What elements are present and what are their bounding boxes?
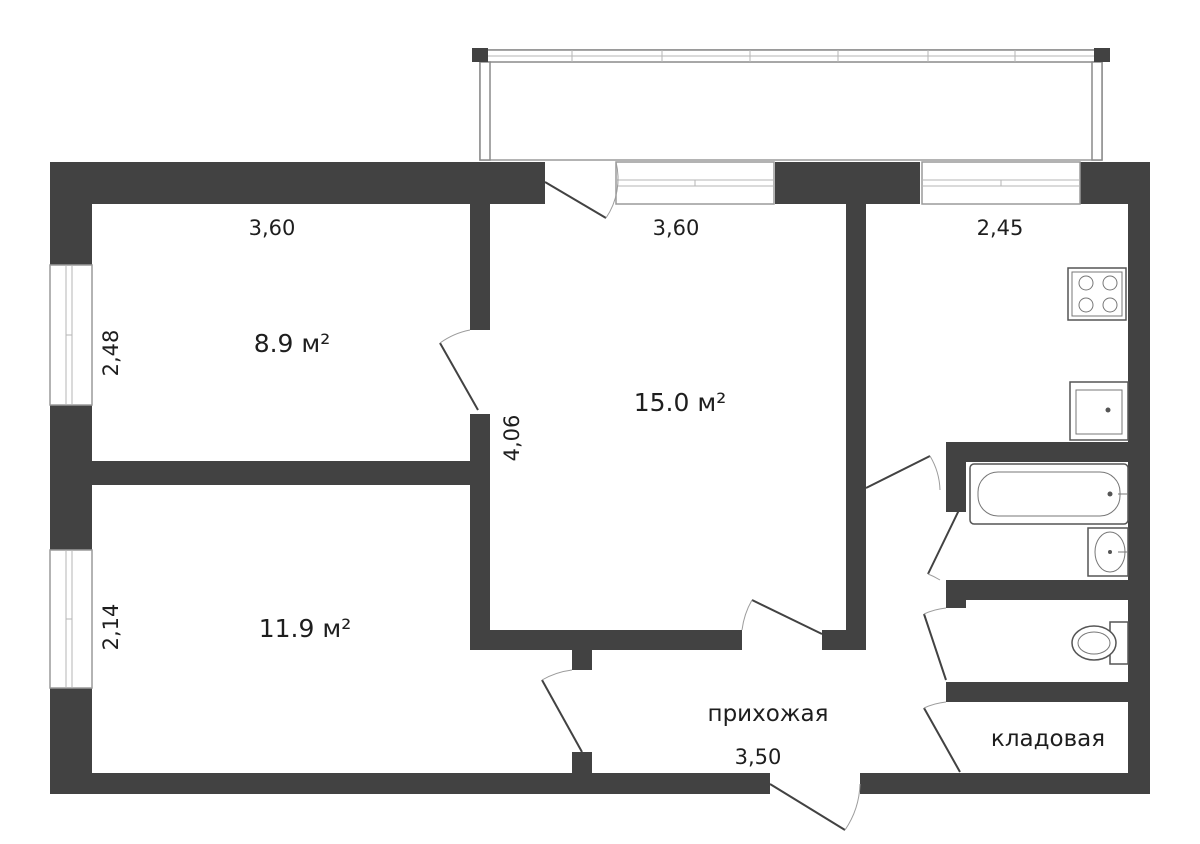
bathtub-icon: [969, 463, 1129, 525]
hallway-width: 3,50: [735, 745, 782, 769]
room1-width: 3,60: [249, 216, 296, 240]
walls: [50, 162, 1150, 794]
doors: [439, 161, 961, 831]
room3-height: 2,14: [99, 604, 123, 651]
room2-width: 3,60: [653, 216, 700, 240]
room1-area: 8.9 м²: [254, 329, 331, 358]
toilet-icon: [1071, 621, 1129, 665]
labels: 3,60 8.9 м² 2,48 3,60 15.0 м² 4,06 11.9 …: [99, 216, 1105, 769]
room1-height: 2,48: [99, 330, 123, 377]
balcony: [472, 48, 1110, 161]
windows: [49, 161, 1081, 689]
hallway-name: прихожая: [708, 701, 829, 727]
stove-icon: [1067, 267, 1127, 321]
room2-height: 4,06: [500, 415, 524, 462]
storage-name: кладовая: [991, 726, 1105, 752]
kitchen-sink-icon: [1069, 381, 1129, 441]
kitchen-width: 2,45: [977, 216, 1024, 240]
washbasin-icon: [1087, 527, 1129, 577]
room2-area: 15.0 м²: [634, 388, 727, 417]
room3-area: 11.9 м²: [259, 614, 352, 643]
